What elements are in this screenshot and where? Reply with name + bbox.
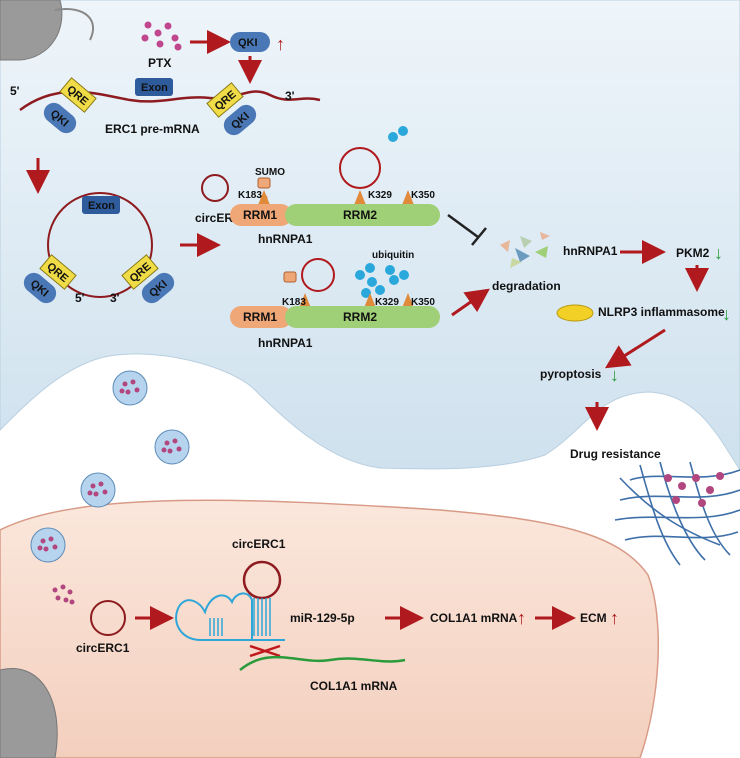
nlrp3-blob <box>556 304 594 322</box>
pre-mrna-label: ERC1 pre-mRNA <box>105 122 200 136</box>
ecm-label: ECM <box>580 611 607 625</box>
qki-top-label: QKI <box>238 37 258 49</box>
col1a1-mrna-bottom-label: COL1A1 mRNA <box>310 679 398 693</box>
organelle-top <box>54 8 95 41</box>
circerc1-fibro <box>90 600 126 636</box>
k329-top: K329 <box>368 190 392 201</box>
svg-text:↓: ↓ <box>610 365 619 385</box>
circ-5prime: 5' <box>75 291 85 305</box>
circerc1-fibro-label: circERC1 <box>76 641 130 655</box>
rrm1-top-label: RRM1 <box>243 208 277 222</box>
degradation-label: degradation <box>492 279 561 293</box>
circ-3prime: 3' <box>110 291 120 305</box>
svg-text:↑: ↑ <box>610 608 619 628</box>
pre-mrna-5prime: 5' <box>10 84 20 98</box>
circerc1-complex-label: circERC1 <box>232 537 286 551</box>
mirna-stems <box>209 598 271 636</box>
col1a1-mrna-label: COL1A1 mRNA <box>430 611 518 625</box>
circerc1-bottom <box>301 258 335 292</box>
ptx-label: PTX <box>148 56 171 70</box>
rrm2-bottom <box>285 306 440 328</box>
k350-bottom: K350 <box>411 297 435 308</box>
ecm-dots <box>664 472 724 507</box>
qki-right: QKI <box>223 104 257 136</box>
k183-bottom: K183 <box>282 297 306 308</box>
nlrp3-label: NLRP3 inflammasome <box>598 305 725 319</box>
qki-left: QKI <box>43 102 77 134</box>
tumor-cell <box>0 0 740 471</box>
sumo-label: SUMO <box>255 167 285 178</box>
k350-top: K350 <box>411 190 435 201</box>
pkm2-label: PKM2 <box>676 246 710 260</box>
degradation-fragments <box>500 232 550 268</box>
pre-mrna-3prime: 3' <box>285 89 295 103</box>
col1a1-mrna-strand <box>239 655 406 671</box>
qki-circ-left: QKI <box>23 272 57 304</box>
exon-circ-label: Exon <box>88 200 115 212</box>
free-mirna-dots <box>52 584 75 605</box>
ecm-network <box>614 461 740 566</box>
rrm2-bottom-label: RRM2 <box>343 310 377 324</box>
exon-top <box>135 78 173 96</box>
circ-rna-loop <box>47 192 153 298</box>
circerc1-small <box>201 174 229 202</box>
ubiquitin-label: ubiquitin <box>372 250 414 261</box>
hnrnpa1-right-label: hnRNPA1 <box>563 244 618 258</box>
hnrnpa1-bottom-label: hnRNPA1 <box>258 336 313 350</box>
svg-text:↑: ↑ <box>276 34 285 54</box>
nucleus-top <box>0 0 63 61</box>
exon-top-label: Exon <box>141 82 168 94</box>
rrm2-top-label: RRM2 <box>343 208 377 222</box>
qki-circ-right: QKI <box>141 272 175 304</box>
fibroblast-cell <box>0 499 660 758</box>
rrm1-top <box>230 204 292 226</box>
rrm1-bottom-label: RRM1 <box>243 310 277 324</box>
rrm1-bottom <box>230 306 292 328</box>
svg-text:↓: ↓ <box>714 243 723 263</box>
svg-text:↑: ↑ <box>517 608 526 628</box>
k329-bottom: K329 <box>375 297 399 308</box>
circerc1-top <box>339 147 381 189</box>
exon-circ <box>82 196 120 214</box>
rrm2-top <box>285 204 440 226</box>
hnrnpa1-top-label: hnRNPA1 <box>258 232 313 246</box>
mir-label: miR-129-5p <box>290 611 355 625</box>
exosomes <box>30 370 190 563</box>
pyroptosis-label: pyroptosis <box>540 367 602 381</box>
k183-top: K183 <box>238 190 262 201</box>
qki-top <box>230 32 270 52</box>
svg-text:↓: ↓ <box>722 304 731 324</box>
drug-resistance-label: Drug resistance <box>570 447 661 461</box>
mirna-hairpin <box>175 592 253 641</box>
ptx-particles <box>141 21 182 51</box>
